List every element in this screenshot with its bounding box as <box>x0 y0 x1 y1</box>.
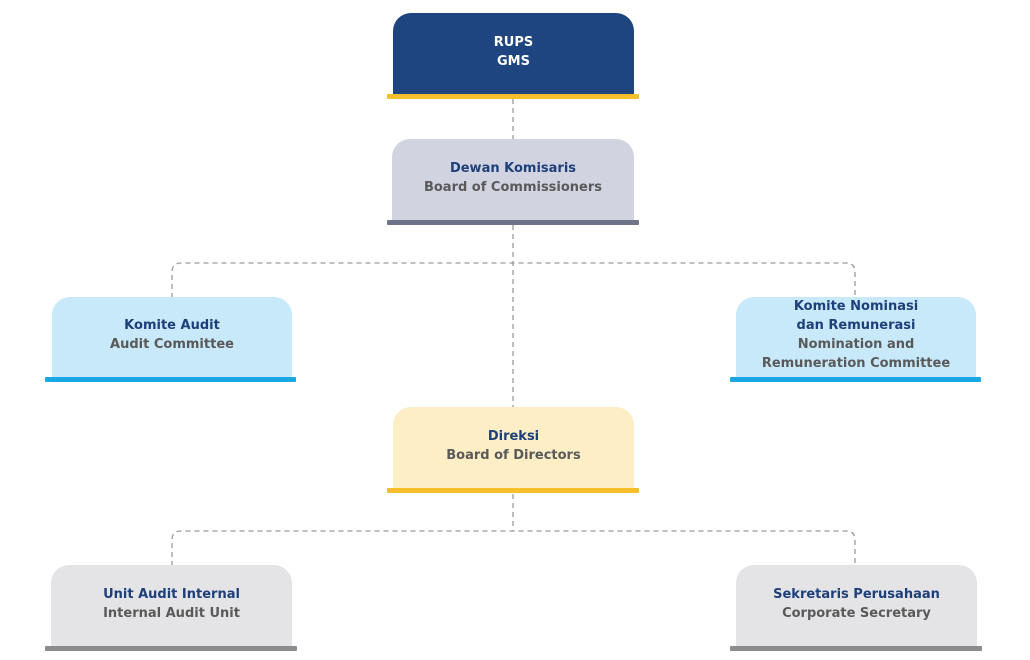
internal-audit-title: Unit Audit Internal <box>103 586 240 602</box>
nomination-committee-subtitle-line1: Nomination and <box>797 337 915 352</box>
nomination-committee-title-line1: Komite Nominasi <box>793 299 919 314</box>
bod-title: Direksi <box>487 428 540 444</box>
connector-bod-units-branch <box>171 530 856 566</box>
nomination-committee-subtitle-line2: Remuneration Committee <box>761 356 951 371</box>
boc-title: Dewan Komisaris <box>449 160 577 176</box>
boc-box: Dewan Komisaris Board of Commissioners <box>392 139 634 220</box>
nomination-committee-box: Komite Nominasi dan Remunerasi Nominatio… <box>736 297 976 377</box>
corporate-secretary-subtitle: Corporate Secretary <box>782 605 931 621</box>
internal-audit-box: Unit Audit Internal Internal Audit Unit <box>51 565 292 646</box>
bod-subtitle: Board of Directors <box>446 447 581 463</box>
audit-committee-box: Komite Audit Audit Committee <box>52 297 292 377</box>
boc-subtitle: Board of Commissioners <box>423 179 603 195</box>
gms-box: RUPS GMS <box>393 13 634 94</box>
corporate-secretary-title: Sekretaris Perusahaan <box>773 586 940 602</box>
corporate-secretary-box: Sekretaris Perusahaan Corporate Secretar… <box>736 565 977 646</box>
audit-committee-bar <box>45 377 296 382</box>
corporate-secretary-bar <box>730 646 982 651</box>
internal-audit-bar <box>45 646 297 651</box>
audit-committee-title: Komite Audit <box>124 318 220 333</box>
boc-bar <box>387 220 639 225</box>
nomination-committee-title-line2: dan Remunerasi <box>796 318 916 333</box>
bod-box: Direksi Board of Directors <box>393 407 634 488</box>
audit-committee-subtitle: Audit Committee <box>110 337 234 352</box>
gms-bar <box>387 94 639 99</box>
internal-audit-subtitle: Internal Audit Unit <box>103 605 240 621</box>
gms-subtitle: GMS <box>497 53 530 69</box>
connector-boc-committees <box>171 262 856 298</box>
gms-title: RUPS <box>493 34 534 50</box>
nomination-committee-bar <box>730 377 981 382</box>
bod-bar <box>387 488 639 493</box>
